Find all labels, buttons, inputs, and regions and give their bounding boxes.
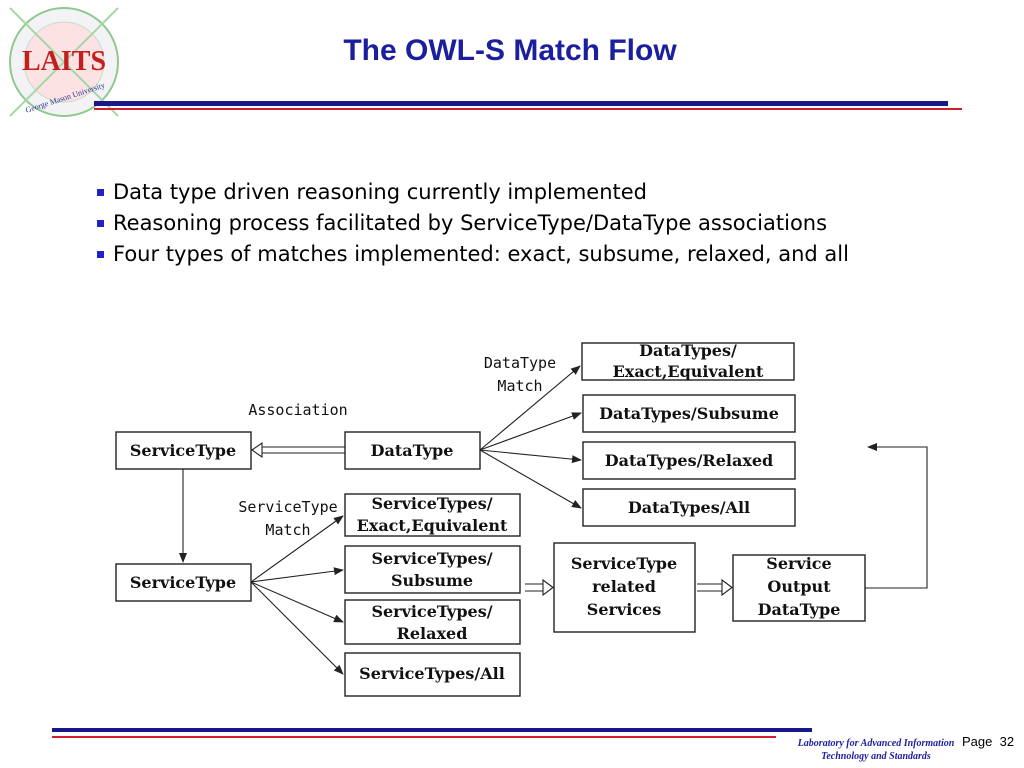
header-rule-blue [94,101,948,106]
bullet-list: Data type driven reasoning currently imp… [97,177,849,270]
servicetypes-exact-label-2: Exact,Equivalent [357,516,508,535]
related-services-box [553,542,696,633]
datatypes-subsume-box [582,394,796,433]
related-services-label-2: related [592,577,656,596]
servicetypes-all-label: ServiceTypes/All [359,664,505,683]
bullet-text: Data type driven reasoning currently imp… [113,180,647,204]
datatypes-exact-label-1: DataTypes/ [639,341,737,360]
datatypes-subsume-label: DataTypes/Subsume [599,404,779,423]
servicetype-match-arrows [250,515,344,675]
datatypes-relaxed-label: DataTypes/Relaxed [605,451,774,470]
footer-lab-name: Laboratory for Advanced Information Tech… [776,737,976,763]
logo-text: LAITS [22,46,106,77]
servicetypes-all-box [344,652,521,697]
datatype-match-label-1: DataType [484,354,556,372]
bullet-square-icon [97,220,104,227]
servicetypes-subsume-label-1: ServiceTypes/ [371,549,492,568]
services-to-output-arrow [697,578,733,597]
servicetype-match-label-2: Match [265,521,310,539]
footer-lab-line-2: Technology and Standards [821,751,931,762]
datatype-match-arrows [479,365,582,509]
servicetypes-relaxed-label-1: ServiceTypes/ [371,602,492,621]
related-services-label-3: Services [587,600,661,619]
bullet-square-icon [97,251,104,258]
servicetypes-exact-label-1: ServiceTypes/ [371,494,492,513]
servicetypes-to-services-arrow [525,578,554,597]
bullet-item: Four types of matches implemented: exact… [97,239,849,270]
datatype-box-label: DataType [371,441,454,460]
service-output-label-3: DataType [758,600,841,619]
page-label: Page [962,734,993,749]
page-number-value: 32 [999,734,1015,749]
datatypes-all-box [582,488,796,527]
service-output-box [732,554,866,622]
servicetype-box-top-label: ServiceType [130,441,236,460]
servicetypes-relaxed-label-2: Relaxed [397,624,468,643]
bullet-item: Reasoning process facilitated by Service… [97,208,849,239]
servicetype-box-top [115,431,252,470]
servicetype-match-label-1: ServiceType [238,498,337,516]
datatypes-exact-label-2: Exact,Equivalent [613,362,764,381]
header-rule-red [94,108,962,110]
service-output-label-2: Output [767,577,831,596]
servicetypes-subsume-label-2: Subsume [391,571,473,590]
footer-rule-red [52,736,776,738]
datatype-box [344,431,481,470]
datatypes-exact-box [581,342,795,381]
related-services-label-1: ServiceType [571,554,677,573]
servicetypes-subsume-box [344,545,521,594]
slide-title: The OWL-S Match Flow [343,34,677,67]
bullet-square-icon [97,189,104,196]
association-label: Association [248,401,347,419]
servicetype-box-bottom [115,563,252,602]
servicetype-box-bottom-label: ServiceType [130,573,236,592]
laits-logo: LAITS George Mason University [9,7,119,117]
footer-lab-line-1: Laboratory for Advanced Information [797,738,955,749]
bullet-item: Data type driven reasoning currently imp… [97,177,849,208]
servicetypes-exact-box [344,493,521,537]
datatypes-all-label: DataTypes/All [628,498,750,517]
feedback-loop-arrow [865,443,928,589]
service-output-label-1: Service [766,554,831,573]
footer-rule-blue [52,728,812,732]
association-arrow [258,446,345,454]
association-arrowhead [251,441,263,459]
datatypes-relaxed-box [582,441,796,480]
servicetypes-relaxed-box [344,599,521,645]
page-number: Page 32 [962,734,1014,749]
bullet-text: Four types of matches implemented: exact… [113,242,849,266]
datatype-match-label-2: Match [497,377,542,395]
bullet-text: Reasoning process facilitated by Service… [113,211,828,235]
